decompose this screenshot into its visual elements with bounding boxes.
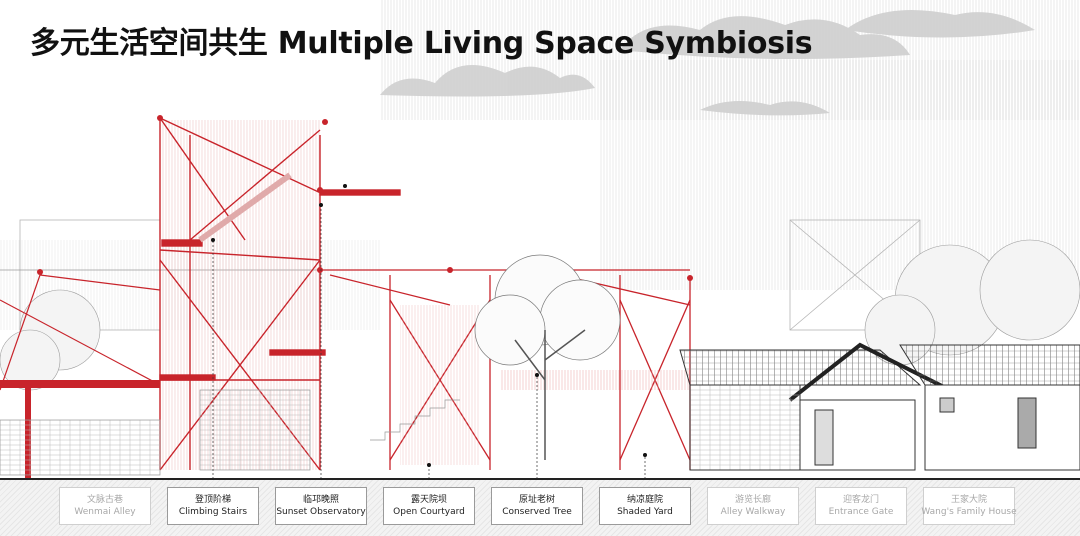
label-cn: 露天院坝 [410, 495, 447, 505]
label-alley-walkway: 游览长廊 Alley Walkway [707, 487, 799, 525]
label-cn: 文脉古巷 [86, 495, 123, 505]
traditional-house [679, 342, 1080, 471]
clouds [380, 10, 1035, 116]
label-conserved-tree: 原址老树 Conserved Tree [491, 487, 583, 525]
label-en: Shaded Yard [617, 507, 673, 517]
label-en: Conserved Tree [502, 507, 572, 517]
label-en: Sunset Observatory [276, 507, 366, 517]
label-cn: 原址老树 [518, 495, 555, 505]
label-en: Climbing Stairs [178, 507, 248, 517]
label-en: Wang's Family House [921, 507, 1017, 517]
page-title: 多元生活空间共生 Multiple Living Space Symbiosis [30, 26, 813, 61]
conserved-tree [474, 254, 621, 460]
label-cn: 迎客龙门 [842, 495, 879, 505]
label-en: Open Courtyard [393, 507, 465, 517]
label-entrance-gate: 迎客龙门 Entrance Gate [815, 487, 907, 525]
label-cn: 王家大院 [950, 495, 987, 505]
label-wang-family-house: 王家大院 Wang's Family House [921, 487, 1017, 525]
label-sunset-observatory: 临邛晚照 Sunset Observatory [275, 487, 367, 525]
label-cn: 游览长廊 [734, 495, 771, 505]
pavilion-structure [320, 269, 691, 470]
label-en: Entrance Gate [828, 507, 894, 517]
trees-background [0, 239, 1080, 391]
stairs [0, 389, 460, 476]
label-en: Wenmai Alley [74, 507, 136, 517]
label-open-courtyard: 露天院坝 Open Courtyard [383, 487, 475, 525]
label-wenmai-alley: 文脉古巷 Wenmai Alley [59, 487, 151, 525]
label-en: Alley Walkway [720, 507, 786, 517]
space-labels: 文脉古巷 Wenmai Alley 登顶阶梯 Climbing Stairs 临… [0, 487, 1080, 527]
leader-dots [211, 184, 647, 467]
label-cn: 纳凉庭院 [626, 495, 663, 505]
label-cn: 临邛晚照 [302, 495, 339, 505]
label-shaded-yard: 纳凉庭院 Shaded Yard [599, 487, 691, 525]
label-cn: 登顶阶梯 [194, 495, 231, 505]
label-climbing-stairs: 登顶阶梯 Climbing Stairs [167, 487, 259, 525]
